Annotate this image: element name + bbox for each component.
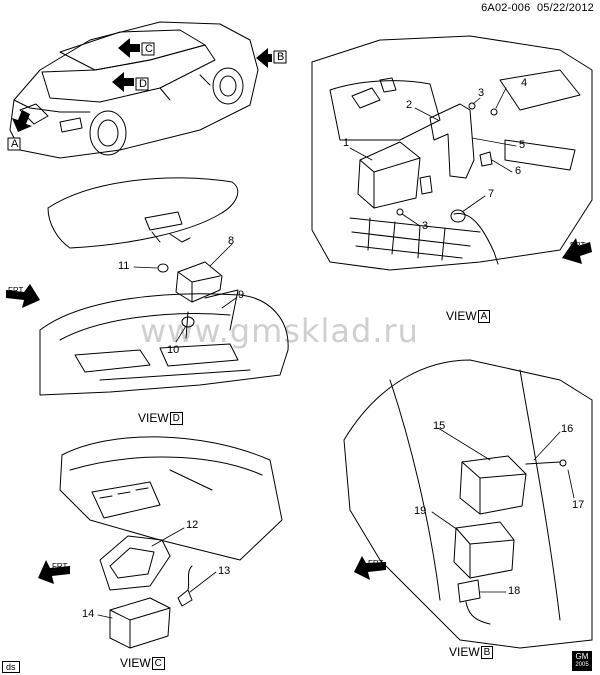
- view-arrow-a-label: A: [11, 138, 19, 150]
- doc-id: 6A02-006: [481, 2, 531, 14]
- callout-19: 19: [414, 505, 427, 517]
- callout-12: 12: [186, 519, 199, 531]
- frt-arrow-b: [354, 556, 386, 580]
- callout-1: 1: [343, 137, 350, 149]
- frt-arrow-c: [38, 560, 70, 584]
- frt-label-b: FRT: [368, 559, 384, 568]
- frt-label-d: FRT: [8, 286, 24, 295]
- frt-arrow-a: [562, 238, 592, 264]
- frt-label-c: FRT: [52, 562, 68, 571]
- view-d-caption: VIEW D: [138, 411, 183, 425]
- view-arrow-b: [256, 48, 272, 68]
- view-arrow-a: [12, 110, 32, 132]
- view-b-letter: B: [480, 645, 494, 659]
- view-arrow-c-label: C: [145, 43, 153, 55]
- gm-logo-subtext: 2005: [575, 662, 589, 668]
- callout-6: 6: [515, 165, 522, 177]
- callout-5: 5: [519, 139, 526, 151]
- callout-15: 15: [433, 420, 446, 432]
- callout-11: 11: [118, 260, 130, 272]
- view-c-letter: C: [151, 656, 165, 670]
- callout-14: 14: [82, 608, 95, 620]
- callout-7: 7: [488, 188, 495, 200]
- callout-17: 17: [572, 499, 585, 511]
- view-d-prefix: VIEW: [138, 411, 169, 425]
- view-c-caption: VIEW C: [120, 656, 165, 670]
- view-c-drawing: [59, 436, 283, 649]
- callout-3-bottom: 3: [422, 220, 429, 232]
- frt-label-a: FRT: [570, 241, 586, 250]
- gm-logo: GM 2005: [572, 651, 592, 671]
- view-d-letter: D: [169, 411, 183, 425]
- diagram-header: 6A02-006 05/22/2012: [481, 2, 594, 14]
- view-b-prefix: VIEW: [449, 645, 480, 659]
- view-arrow-c: [118, 38, 140, 58]
- callout-8: 8: [228, 235, 235, 247]
- view-a-letter: A: [477, 309, 491, 323]
- view-arrow-d: [112, 72, 134, 92]
- callout-16: 16: [561, 423, 574, 435]
- view-arrow-b-label: B: [277, 51, 285, 63]
- leader-lines: [97, 87, 575, 619]
- callout-13: 13: [218, 565, 231, 577]
- car-overview-drawing: [9, 21, 259, 159]
- view-d-drawing: [39, 177, 289, 396]
- callout-18: 18: [508, 585, 521, 597]
- view-a-caption: VIEW A: [446, 309, 491, 323]
- doc-date: 05/22/2012: [536, 2, 594, 14]
- view-a-prefix: VIEW: [446, 309, 477, 323]
- view-b-caption: VIEW B: [449, 645, 494, 659]
- view-a-drawing: [311, 35, 593, 271]
- callout-4: 4: [521, 77, 528, 89]
- view-c-prefix: VIEW: [120, 656, 151, 670]
- callout-2: 2: [406, 99, 413, 111]
- view-b-drawing: [343, 359, 593, 649]
- callout-10: 10: [167, 344, 180, 356]
- corner-tag: ds: [2, 661, 20, 673]
- callout-3-top: 3: [478, 87, 485, 99]
- callout-9: 9: [238, 289, 245, 301]
- frt-arrow-d: [6, 284, 40, 308]
- gm-logo-text: GM: [575, 652, 589, 661]
- view-arrow-d-label: D: [139, 78, 147, 90]
